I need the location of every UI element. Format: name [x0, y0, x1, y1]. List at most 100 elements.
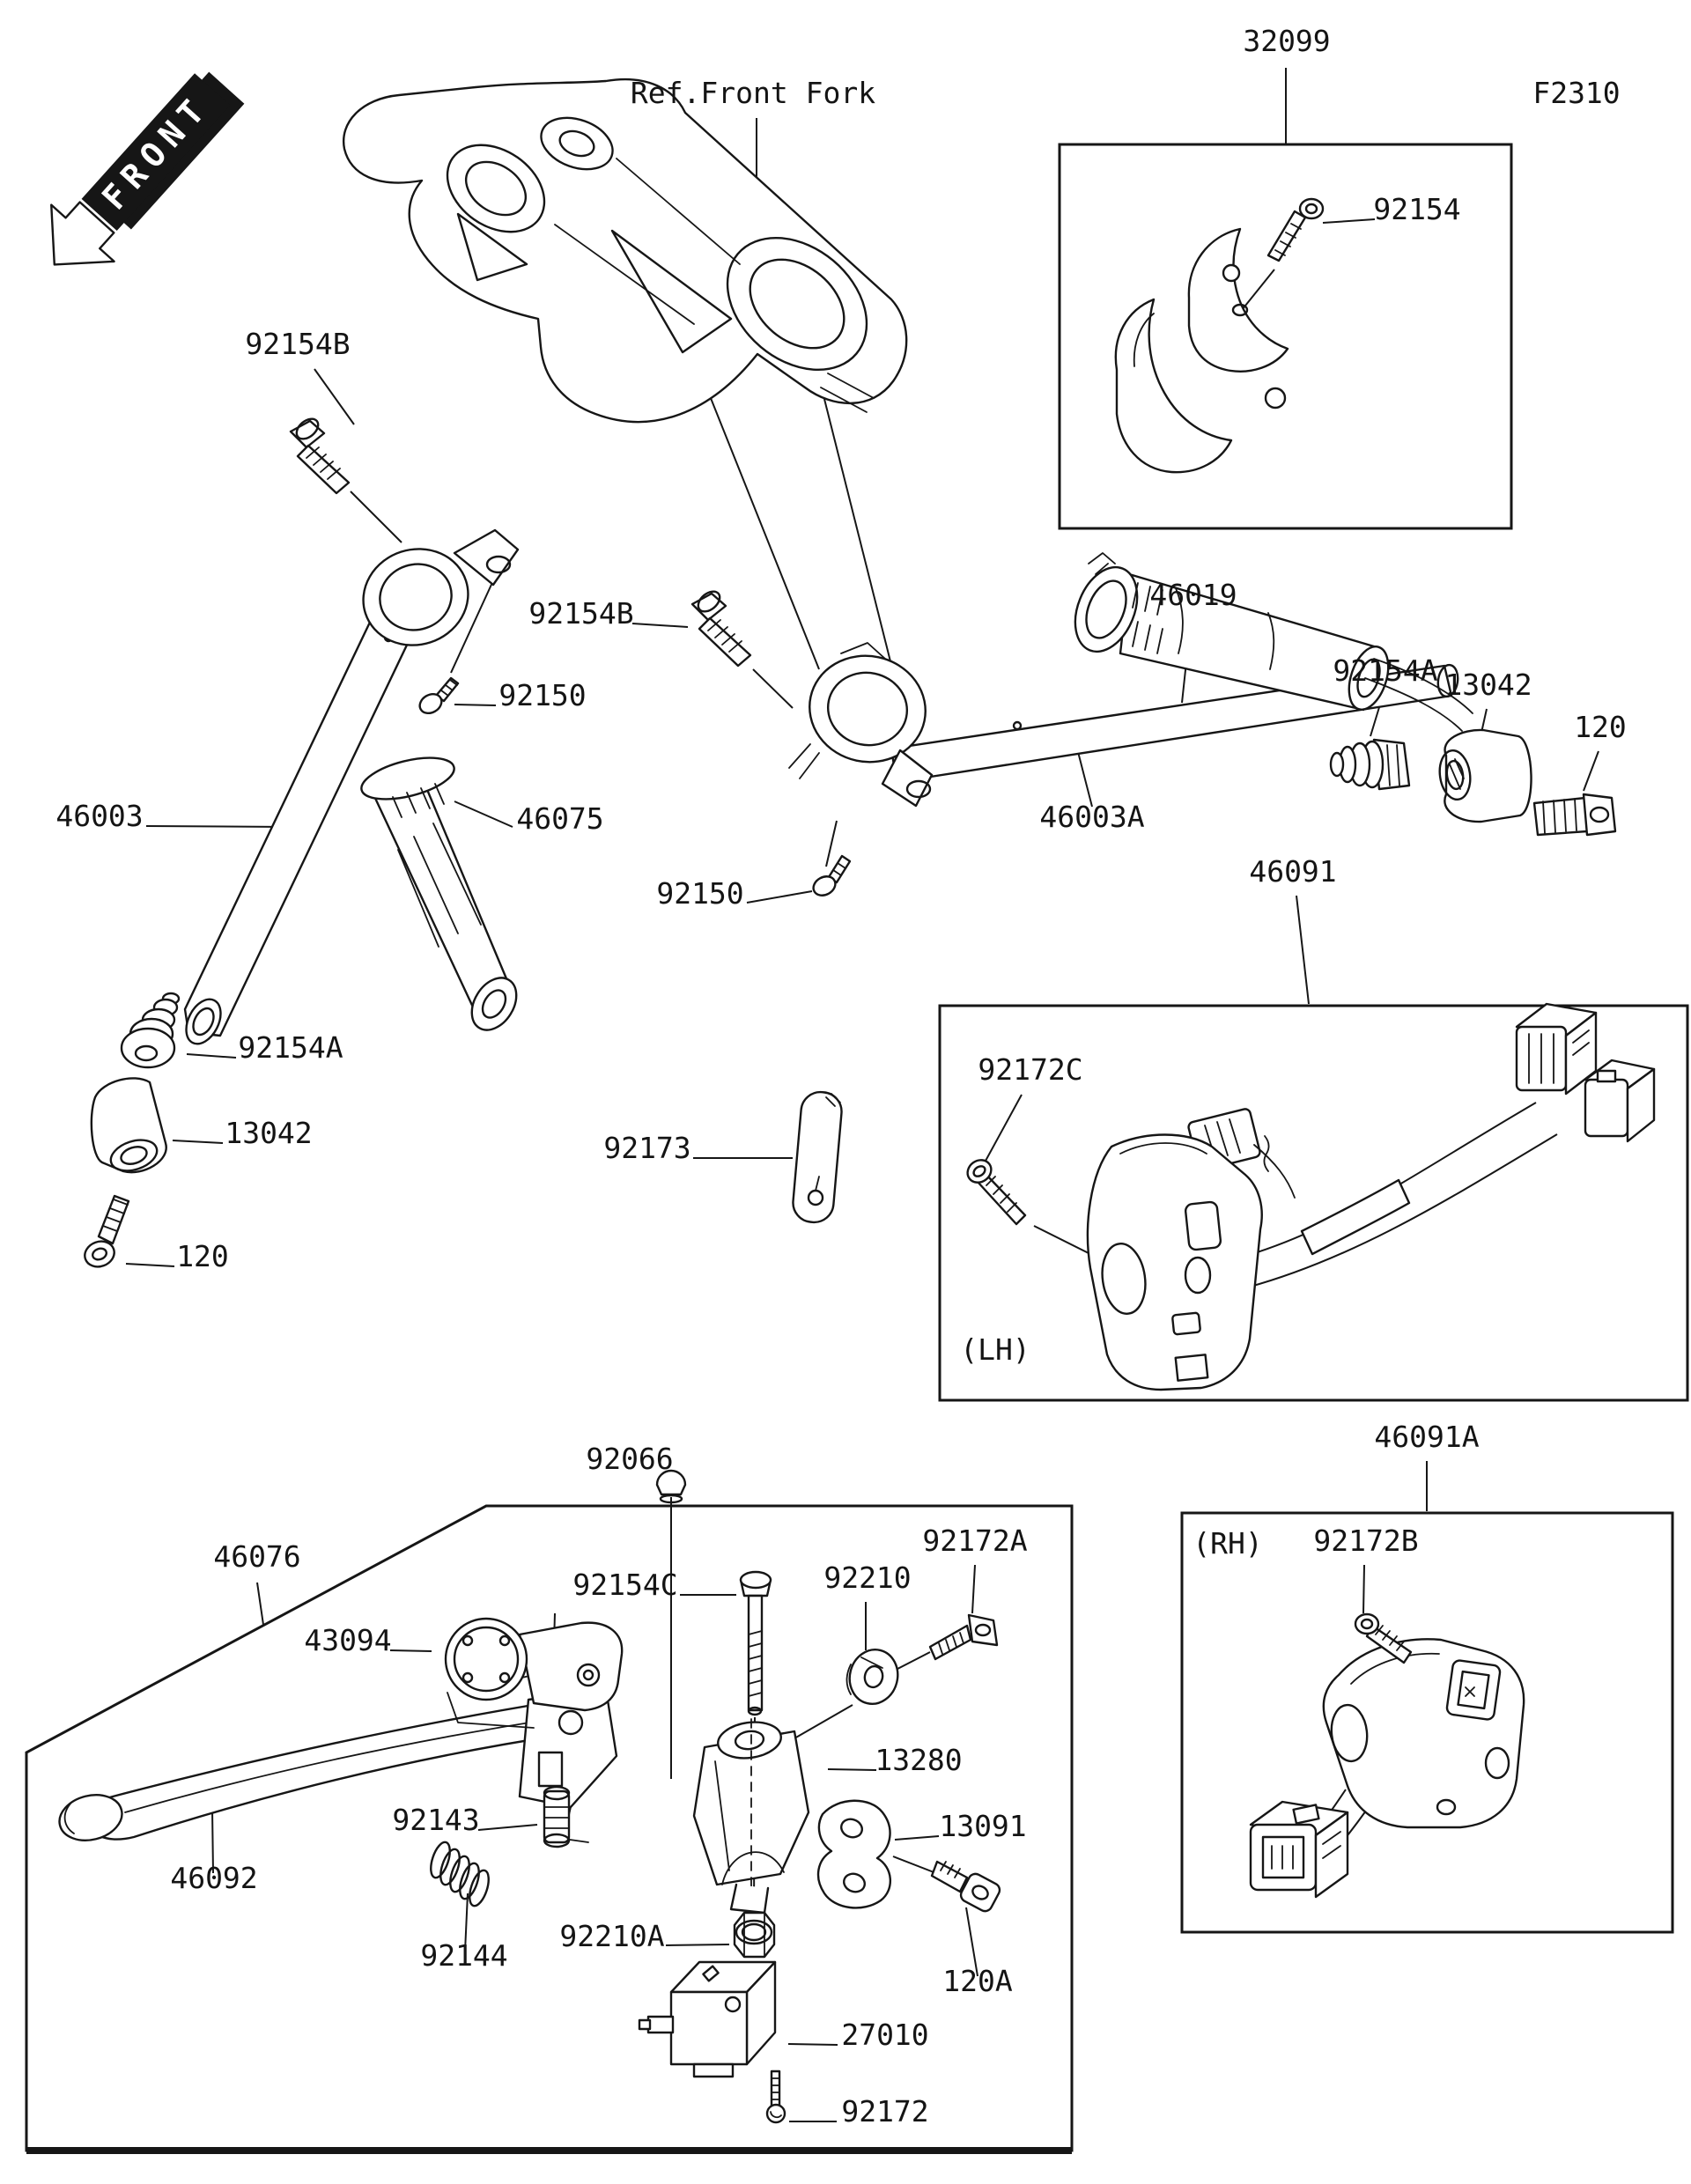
leader-line-29: [1362, 1564, 1365, 1614]
label-46019: 46019: [1149, 578, 1237, 612]
label-92172: 92172: [841, 2094, 928, 2129]
label-92154c: 92154C: [572, 1568, 677, 1602]
bolt-92154-drawing: [1266, 197, 1325, 262]
leader-line-15: [825, 820, 838, 867]
bolt-120a-drawing: [930, 1860, 1001, 1913]
leader-line-45: [477, 1824, 538, 1831]
leader-line-24: [186, 1053, 237, 1059]
adjuster-92154a-left-drawing: [120, 992, 181, 1069]
bolt-120-right-drawing: [1532, 793, 1617, 837]
leader-line-40: [389, 1649, 432, 1652]
leader-line-37: [794, 1704, 853, 1739]
label-13042-right: 13042: [1444, 668, 1532, 702]
label-rh: (RH): [1193, 1526, 1262, 1561]
leader-line-13: [752, 668, 794, 709]
triple-clamp-drawing: [342, 77, 908, 424]
bolt-120-left-drawing: [84, 1194, 130, 1268]
label-92144: 92144: [420, 1938, 507, 1973]
leader-line-21: [1296, 895, 1310, 1005]
label-92172c: 92172C: [978, 1052, 1082, 1087]
label-46092: 46092: [170, 1861, 257, 1895]
bolt-92154c-drawing: [739, 1570, 772, 1716]
master-clamp-13280-drawing: [692, 1718, 810, 1915]
washer-92210-drawing: [846, 1649, 899, 1705]
heated-grip-46019-drawing: [1074, 552, 1473, 732]
weight-13042-left-drawing: [90, 1077, 167, 1174]
label-92154: 92154: [1373, 192, 1460, 226]
label-120-left: 120: [176, 1239, 229, 1273]
screw-92172-drawing: [765, 2070, 786, 2124]
box-32099: [1058, 143, 1513, 530]
label-46091: 46091: [1249, 854, 1336, 889]
front-arrow-head-icon: [50, 201, 115, 266]
leader-line-7: [350, 491, 402, 543]
screw-92150-left-drawing: [418, 676, 460, 715]
leader-line-22: [984, 1094, 1023, 1163]
lh-switch-drawing: [1086, 1002, 1656, 1391]
box-rh-switch: [1180, 1511, 1674, 1934]
label-lh: (LH): [960, 1332, 1030, 1367]
bolt-92154b-mid-drawing: [690, 590, 752, 668]
strip-92173-drawing: [792, 1090, 843, 1224]
label-92150-left: 92150: [498, 678, 586, 712]
front-arrow-band: [81, 73, 231, 232]
nut-92210a-drawing: [733, 1911, 776, 1959]
leader-line-3: [1241, 269, 1275, 311]
collar-92143-drawing: [543, 1785, 571, 1848]
bolt-92154b-left-drawing: [289, 417, 351, 495]
leader-line-44: [211, 1808, 214, 1874]
label-32099: 32099: [1243, 24, 1330, 58]
adjuster-92154a-right-drawing: [1329, 738, 1411, 791]
leader-line-6: [314, 368, 355, 425]
leader-line-38: [971, 1564, 976, 1614]
switch-27010-drawing: [638, 1960, 777, 2078]
leader-line-20: [1583, 750, 1599, 792]
leader-line-49: [787, 2043, 838, 2046]
left-clipon-clamp-drawing: [183, 528, 520, 1045]
label-92172b: 92172B: [1313, 1524, 1418, 1558]
box-lh-switch: [938, 1004, 1689, 1402]
label-13280: 13280: [875, 1743, 962, 1777]
label-13042-left: 13042: [225, 1116, 312, 1150]
leader-line-12: [631, 623, 689, 628]
leader-line-46: [464, 1893, 469, 1952]
lever-46092-drawing: [58, 1671, 618, 1843]
leader-line-11: [454, 801, 513, 828]
label-92154a-right: 92154A: [1333, 653, 1437, 688]
front-arrow: FRONT: [50, 71, 245, 266]
grip-46075-drawing: [360, 756, 518, 1031]
label-27010: 27010: [841, 2018, 928, 2052]
leader-line-9: [450, 576, 496, 674]
label-92154b-left: 92154B: [245, 327, 350, 361]
clamp-13091-drawing: [816, 1799, 892, 1909]
leader-line-2: [1322, 218, 1376, 224]
label-f2310: F2310: [1532, 76, 1620, 110]
leader-line-41: [827, 1768, 877, 1771]
label-43094: 43094: [304, 1623, 391, 1657]
label-92172a: 92172A: [922, 1524, 1027, 1558]
ref-front-fork: Ref.Front Fork: [631, 76, 875, 110]
weight-13042-right-drawing: [1438, 728, 1532, 823]
rh-switch-drawing: [1249, 1612, 1525, 1899]
label-120-right: 120: [1574, 710, 1627, 744]
leader-line-47: [665, 1944, 730, 1946]
cap-92066-drawing: [655, 1469, 687, 1504]
bracket-43094-drawing: [444, 1617, 624, 1729]
leader-line-26: [125, 1263, 175, 1267]
leader-line-10: [145, 825, 290, 828]
label-92210: 92210: [823, 1561, 911, 1595]
label-46003a: 46003A: [1039, 800, 1144, 834]
label-92143: 92143: [392, 1803, 479, 1837]
label-92066: 92066: [586, 1442, 673, 1476]
leader-line-25: [172, 1140, 224, 1144]
label-92154a-left: 92154A: [238, 1030, 343, 1065]
label-46076: 46076: [213, 1539, 300, 1574]
leader-line-16: [1075, 744, 1093, 808]
label-13091: 13091: [939, 1809, 1026, 1843]
label-46003: 46003: [55, 799, 143, 833]
label-92210a: 92210A: [559, 1919, 664, 1953]
label-92173: 92173: [603, 1131, 690, 1165]
leader-line-48: [965, 1907, 978, 1977]
throttle-housing-32099-drawing: [1114, 227, 1289, 474]
